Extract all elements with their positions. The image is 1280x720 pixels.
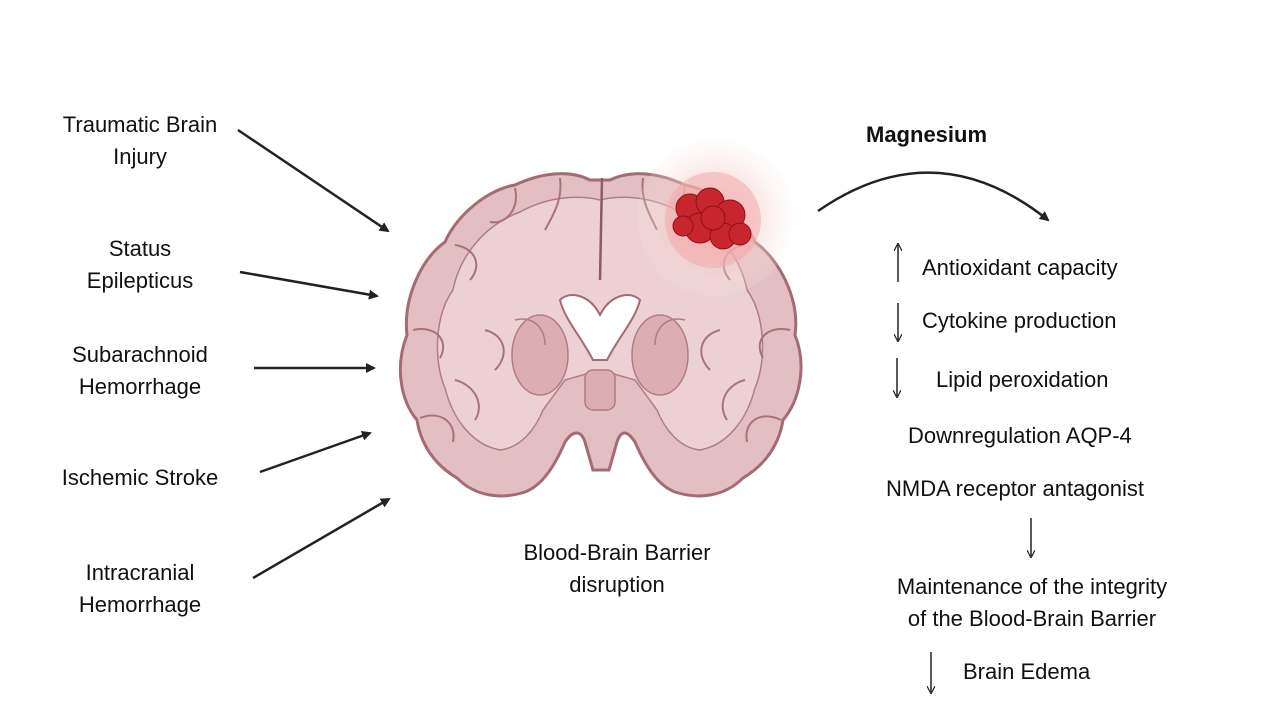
cause-sah-line1: Subarachnoid bbox=[72, 342, 208, 367]
outcome-line1: Maintenance of the integrity bbox=[896, 574, 1168, 599]
cause-stroke-line1: Ischemic Stroke bbox=[61, 465, 219, 490]
arrow-ischemic-stroke bbox=[259, 430, 372, 474]
cause-ich-line2: Hemorrhage bbox=[78, 592, 202, 617]
cause-se-line1: Status bbox=[108, 236, 172, 261]
effect-downregulation-aqp4: Downregulation AQP-4 bbox=[908, 423, 1132, 448]
cause-se-line2: Epilepticus bbox=[86, 268, 194, 293]
hemorrhage-lesion bbox=[672, 187, 752, 250]
cause-sah-line2: Hemorrhage bbox=[78, 374, 202, 399]
cause-tbi-line1: Traumatic Brain bbox=[62, 112, 218, 137]
effect-cytokine-production: Cytokine production bbox=[922, 308, 1117, 333]
center-line2: disruption bbox=[569, 572, 665, 597]
deep-structures bbox=[511, 294, 689, 411]
longitudinal-fissure bbox=[598, 177, 604, 281]
cause-label-ischemic-stroke: Ischemic Stroke bbox=[40, 462, 240, 494]
arrow-intracranial bbox=[252, 497, 391, 580]
cause-label-intracranial-hemorrhage: Intracranial Hemorrhage bbox=[40, 557, 240, 621]
effect-antioxidant-capacity: Antioxidant capacity bbox=[922, 255, 1118, 280]
outcome-line2: of the Blood-Brain Barrier bbox=[907, 606, 1157, 631]
cause-label-traumatic-brain-injury: Traumatic Brain Injury bbox=[40, 109, 240, 173]
center-line1: Blood-Brain Barrier bbox=[523, 540, 711, 565]
outcome-maintenance-bbb: Maintenance of the integrity of the Bloo… bbox=[862, 571, 1202, 635]
arrow-status-epilepticus bbox=[239, 270, 379, 300]
brain-coronal-section-illustration bbox=[398, 140, 803, 498]
cause-tbi-line2: Injury bbox=[113, 144, 167, 169]
cause-label-subarachnoid-hemorrhage: Subarachnoid Hemorrhage bbox=[40, 339, 240, 403]
cause-label-status-epilepticus: Status Epilepticus bbox=[40, 233, 240, 297]
center-label-bbb-disruption: Blood-Brain Barrier disruption bbox=[497, 537, 737, 601]
effect-brain-edema: Brain Edema bbox=[963, 659, 1091, 684]
effect-lipid-peroxidation: Lipid peroxidation bbox=[936, 367, 1109, 392]
magnesium-curved-arrow bbox=[817, 171, 1050, 222]
effect-nmda-antagonist: NMDA receptor antagonist bbox=[886, 476, 1145, 501]
arrow-tbi bbox=[237, 128, 390, 233]
cause-ich-line1: Intracranial bbox=[85, 560, 195, 585]
magnesium-title: Magnesium bbox=[866, 122, 988, 147]
